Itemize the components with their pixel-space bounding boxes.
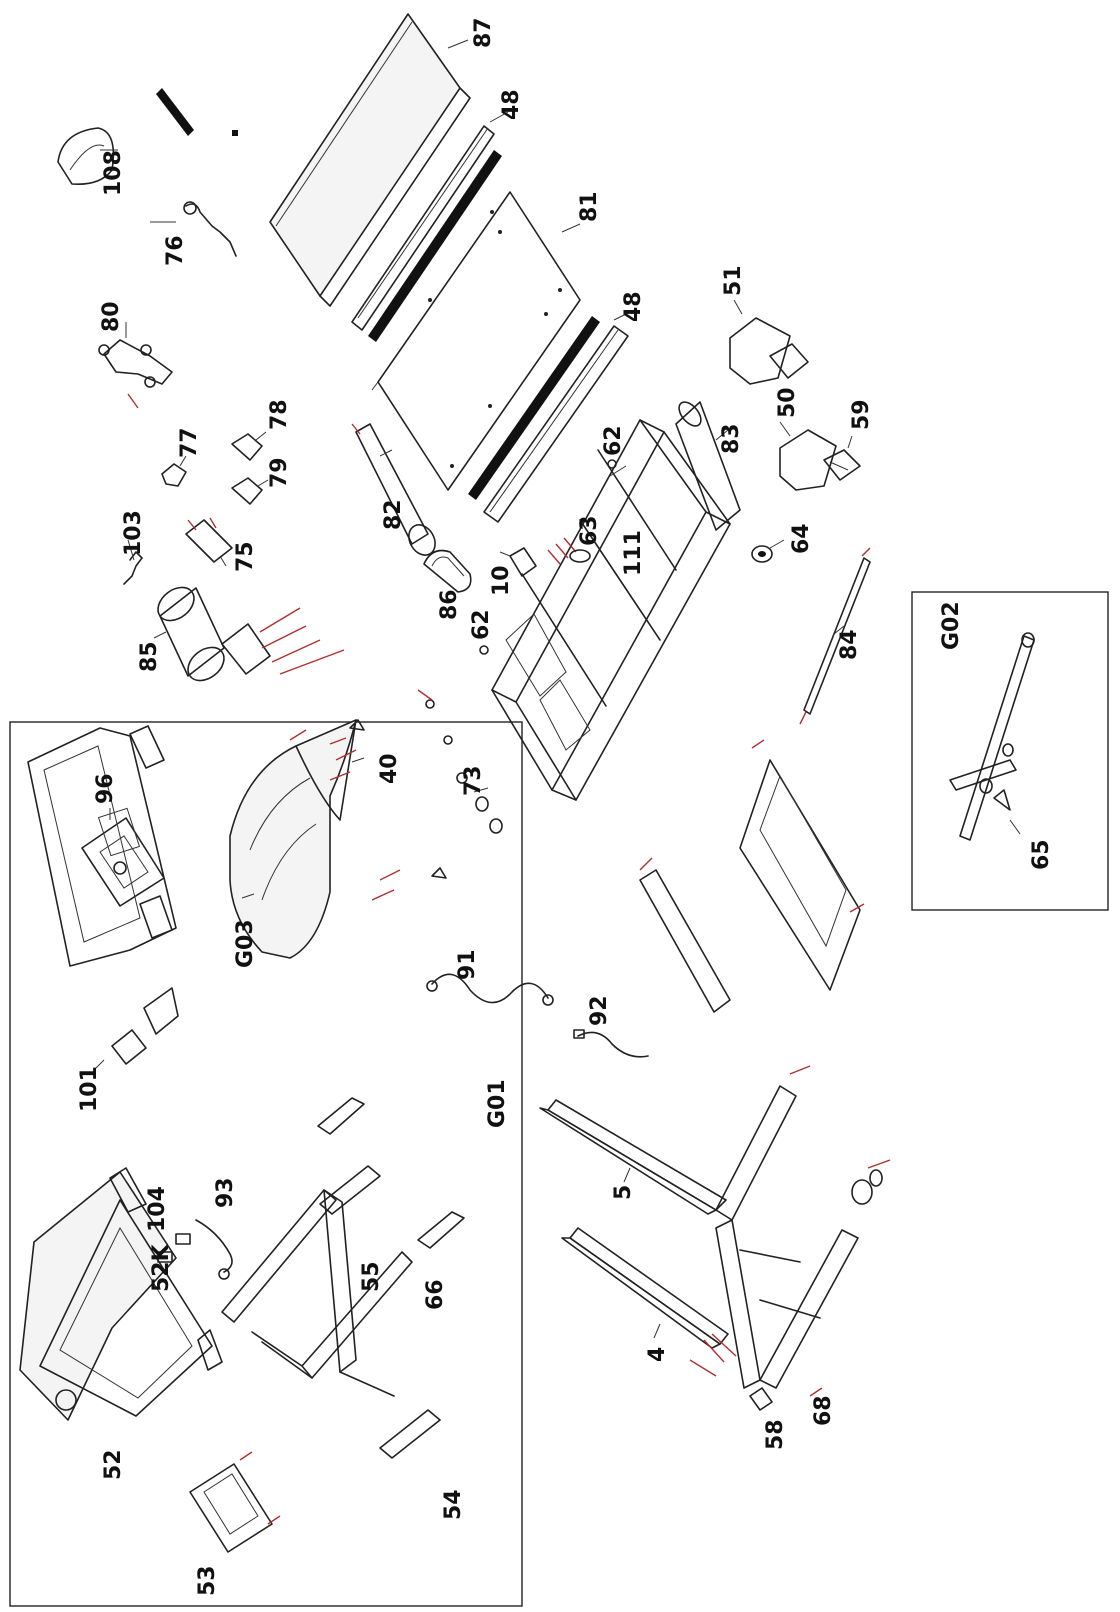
label-80: 80 xyxy=(99,301,124,332)
label-10: 10 xyxy=(489,565,514,596)
part-50-end-cap xyxy=(779,421,837,491)
part-103-sensor-cable xyxy=(123,539,143,585)
label-65: 65 xyxy=(1029,839,1054,870)
part-91-cable xyxy=(426,973,554,1006)
label-48-lower: 48 xyxy=(621,291,646,322)
part-58-pad xyxy=(749,1387,773,1411)
part-92-power-cord xyxy=(573,1029,649,1058)
label-85: 85 xyxy=(137,641,162,672)
part-base-frame xyxy=(739,739,865,991)
label-77: 77 xyxy=(177,427,202,458)
part-black-strip xyxy=(156,88,194,136)
label-50: 50 xyxy=(775,387,800,418)
part-73-bushing-set xyxy=(417,689,503,834)
label-g01: G01 xyxy=(485,1079,510,1128)
part-63-bolt-set xyxy=(547,537,591,565)
label-40: 40 xyxy=(377,753,402,784)
part-80-bracket xyxy=(98,322,173,409)
label-68: 68 xyxy=(811,1395,836,1426)
part-108-cover xyxy=(57,127,118,186)
label-75: 75 xyxy=(233,541,258,572)
part-small-black-pin xyxy=(232,130,238,136)
label-58: 58 xyxy=(763,1419,788,1450)
label-79: 79 xyxy=(267,457,292,488)
part-upright-base xyxy=(715,1065,891,1389)
label-g02: G02 xyxy=(939,601,964,650)
part-86-drive-belt xyxy=(423,549,472,593)
part-87-deck-board xyxy=(269,13,471,307)
part-51-end-cap xyxy=(729,299,809,385)
part-75-plate xyxy=(185,517,233,567)
label-54: 54 xyxy=(441,1489,466,1520)
part-40-screw-set xyxy=(329,737,365,763)
label-66: 66 xyxy=(423,1279,448,1310)
part-111-main-frame xyxy=(491,419,731,801)
label-82: 82 xyxy=(381,499,406,530)
label-62-lower: 62 xyxy=(469,609,494,640)
label-92: 92 xyxy=(587,995,612,1026)
label-101: 101 xyxy=(77,1066,102,1112)
label-103: 103 xyxy=(121,510,146,556)
label-87: 87 xyxy=(471,17,496,48)
group-g03-motor-hood xyxy=(229,719,447,959)
label-62-upper: 62 xyxy=(601,425,626,456)
label-4: 4 xyxy=(645,1347,670,1362)
label-52k: 52K xyxy=(149,1243,174,1292)
label-81: 81 xyxy=(577,191,602,222)
label-48-upper: 48 xyxy=(499,89,524,120)
group-g01-console xyxy=(19,725,465,1553)
label-108: 108 xyxy=(101,150,126,196)
part-4-upright xyxy=(561,1227,737,1377)
part-48-lower-side-rail xyxy=(468,311,631,523)
part-96-plate xyxy=(81,808,165,907)
label-96: 96 xyxy=(93,773,118,804)
part-78-clip xyxy=(231,431,267,461)
label-78: 78 xyxy=(267,399,292,430)
label-53: 53 xyxy=(195,1565,220,1596)
part-76-wire xyxy=(150,201,237,257)
label-76: 76 xyxy=(163,235,188,266)
label-52: 52 xyxy=(101,1449,126,1480)
part-62-upper-washer xyxy=(607,459,617,469)
label-5: 5 xyxy=(611,1185,636,1200)
part-59-foot-pad xyxy=(823,435,861,481)
part-side-cover xyxy=(639,857,731,1013)
label-104: 104 xyxy=(145,1186,170,1232)
label-g03: G03 xyxy=(233,919,258,968)
part-85-motor xyxy=(153,586,345,682)
part-48-upper-side-rail xyxy=(351,111,509,342)
label-55: 55 xyxy=(359,1261,384,1292)
label-93: 93 xyxy=(213,1177,238,1208)
part-79-clip xyxy=(231,477,269,505)
part-64-wheel xyxy=(751,539,785,563)
label-51: 51 xyxy=(721,265,746,296)
label-64: 64 xyxy=(789,523,814,554)
label-86: 86 xyxy=(437,589,462,620)
label-73: 73 xyxy=(461,765,486,796)
part-62-lower-washer xyxy=(479,645,489,655)
group-box-g01 xyxy=(9,721,523,1607)
part-82-front-roller xyxy=(351,423,436,556)
part-77-knob xyxy=(161,455,187,487)
part-68-screw xyxy=(809,1387,823,1397)
part-81-running-deck xyxy=(371,191,581,491)
group-g02-frame-detail xyxy=(949,632,1035,841)
part-84-rod xyxy=(799,547,871,725)
label-63: 63 xyxy=(577,515,602,546)
part-83-rear-roller xyxy=(675,401,741,531)
part-10-upright-bracket xyxy=(499,547,537,577)
label-111: 111 xyxy=(621,530,646,576)
label-84: 84 xyxy=(837,629,862,660)
label-59: 59 xyxy=(849,399,874,430)
label-91: 91 xyxy=(455,949,480,980)
label-83: 83 xyxy=(719,423,744,454)
group-box-g02 xyxy=(911,591,1109,911)
